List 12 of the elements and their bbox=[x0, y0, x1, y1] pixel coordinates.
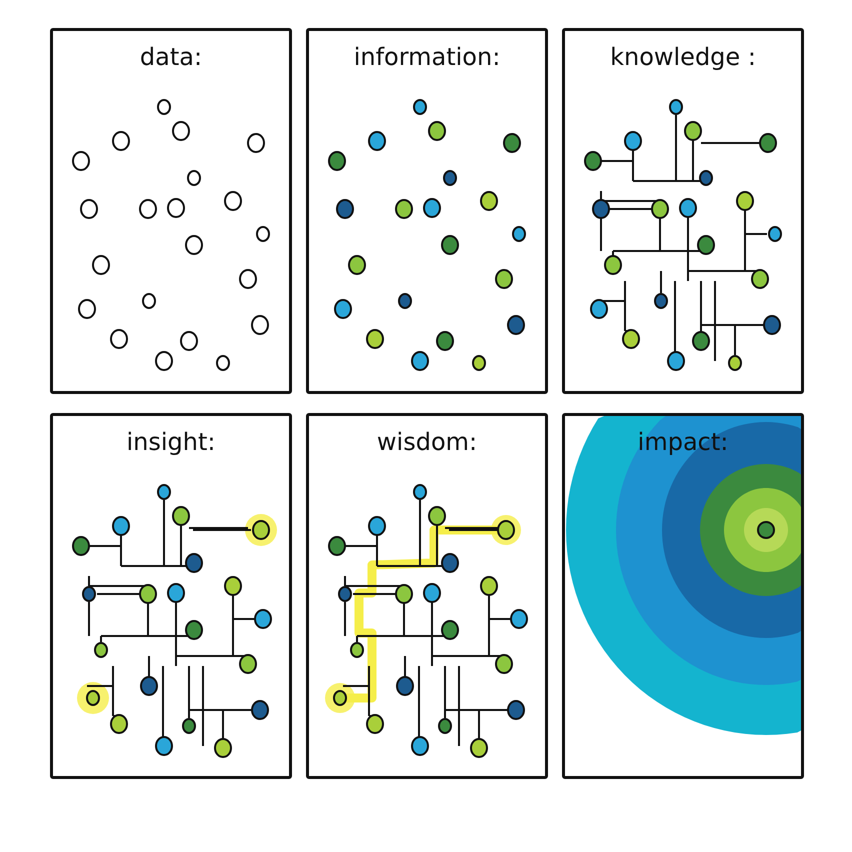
panel bbox=[562, 413, 804, 779]
panel bbox=[50, 28, 292, 394]
panel-title: insight: bbox=[126, 428, 216, 456]
panel-title: information: bbox=[354, 43, 500, 71]
panel-title: wisdom: bbox=[376, 428, 478, 456]
panel bbox=[50, 413, 292, 779]
panel-title: impact: bbox=[638, 428, 728, 456]
panel bbox=[562, 28, 804, 394]
panel-title: data: bbox=[140, 43, 202, 71]
panel bbox=[306, 28, 548, 394]
panel bbox=[306, 413, 548, 779]
panel-title: knowledge : bbox=[610, 43, 756, 71]
